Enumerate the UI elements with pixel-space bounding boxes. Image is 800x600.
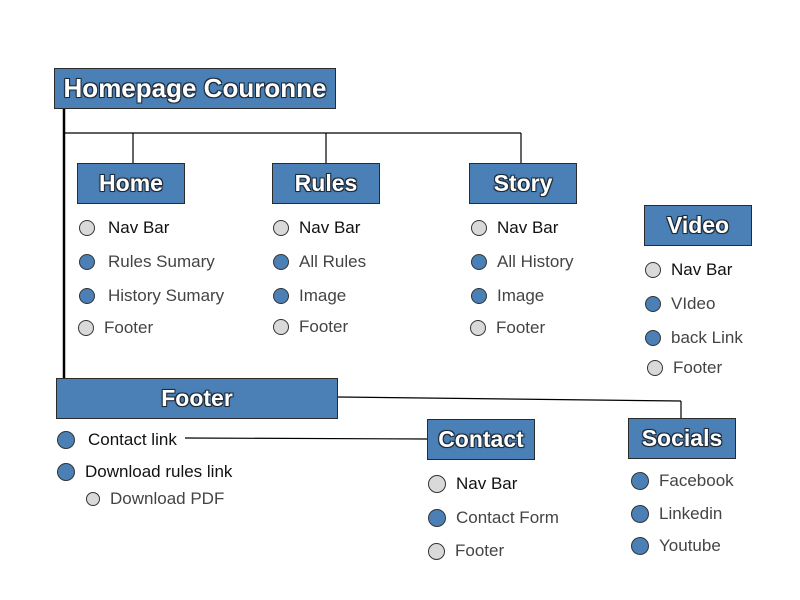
grey-bullet-icon — [645, 262, 661, 278]
blue-bullet-icon — [631, 505, 649, 523]
video-item-back-link: back Link — [645, 328, 743, 348]
blue-bullet-icon — [631, 472, 649, 490]
home-box: Home — [77, 163, 185, 204]
contact-link-line — [184, 437, 429, 440]
footer-item-label: Download rules link — [85, 462, 233, 481]
home-item-label: Footer — [104, 318, 154, 337]
home-item-footer: Footer — [78, 318, 153, 338]
home-item-label: Rules Sumary — [108, 252, 215, 271]
video-item-nav-bar: Nav Bar — [645, 260, 732, 280]
footer-item-contact-link: Contact link — [57, 430, 177, 450]
story-item-all-history: All History — [471, 252, 574, 272]
home-item-label: Nav Bar — [108, 218, 170, 237]
video-item-label: Nav Bar — [671, 260, 733, 279]
blue-bullet-icon — [79, 288, 95, 304]
root-box: Homepage Couronne — [54, 68, 336, 109]
footer-to-socials-line-a — [337, 396, 682, 402]
grey-bullet-icon — [428, 475, 446, 493]
story-box: Story — [469, 163, 577, 204]
blue-bullet-icon — [57, 463, 75, 481]
contact-item-label: Contact Form — [456, 508, 559, 527]
blue-bullet-icon — [645, 330, 661, 346]
blue-bullet-icon — [428, 509, 446, 527]
blue-bullet-icon — [273, 288, 289, 304]
rules-box: Rules — [272, 163, 380, 204]
footer-item-download-rules-link: Download rules link — [57, 462, 232, 482]
grey-bullet-icon — [273, 319, 289, 335]
footer-box: Footer — [56, 378, 338, 419]
grey-bullet-icon — [471, 220, 487, 236]
socials-item-youtube: Youtube — [631, 536, 721, 556]
rules-item-label: Footer — [299, 317, 349, 336]
contact-item-label: Footer — [455, 541, 505, 560]
grey-bullet-icon — [86, 492, 100, 506]
rules-item-image: Image — [273, 286, 346, 306]
blue-bullet-icon — [471, 288, 487, 304]
blue-bullet-icon — [645, 296, 661, 312]
socials-item-label: Facebook — [659, 471, 734, 490]
socials-box: Socials — [628, 418, 736, 459]
grey-bullet-icon — [470, 320, 486, 336]
story-item-label: All History — [497, 252, 574, 271]
story-item-label: Image — [497, 286, 545, 305]
blue-bullet-icon — [57, 431, 75, 449]
home-item-label: History Sumary — [108, 286, 225, 305]
story-item-footer: Footer — [470, 318, 545, 338]
video-item-video: VIdeo — [645, 294, 715, 314]
contact-item-nav-bar: Nav Bar — [428, 474, 517, 494]
blue-bullet-icon — [79, 254, 95, 270]
contact-item-footer: Footer — [428, 541, 504, 561]
video-item-label: Footer — [673, 358, 723, 377]
blue-bullet-icon — [631, 537, 649, 555]
grey-bullet-icon — [78, 320, 94, 336]
home-item-rules-summary: Rules Sumary — [79, 252, 215, 272]
video-box: Video — [644, 205, 752, 246]
story-item-label: Nav Bar — [497, 218, 559, 237]
footer-item-download-pdf: Download PDF — [86, 489, 224, 509]
story-item-label: Footer — [496, 318, 546, 337]
home-item-history-summary: History Sumary — [79, 286, 224, 306]
socials-item-label: Youtube — [659, 536, 721, 555]
rules-item-nav-bar: Nav Bar — [273, 218, 360, 238]
video-item-label: VIdeo — [671, 294, 716, 313]
rules-item-label: All Rules — [299, 252, 367, 271]
socials-item-label: Linkedin — [659, 504, 723, 523]
rules-item-all-rules: All Rules — [273, 252, 366, 272]
contact-item-label: Nav Bar — [456, 474, 518, 493]
rules-item-label: Nav Bar — [299, 218, 361, 237]
story-item-image: Image — [471, 286, 544, 306]
socials-item-linkedin: Linkedin — [631, 504, 722, 524]
footer-item-label: Contact link — [88, 430, 177, 449]
blue-bullet-icon — [471, 254, 487, 270]
rules-item-label: Image — [299, 286, 347, 305]
story-item-nav-bar: Nav Bar — [471, 218, 558, 238]
home-item-nav-bar: Nav Bar — [79, 218, 169, 238]
footer-item-label: Download PDF — [110, 489, 225, 508]
socials-item-facebook: Facebook — [631, 471, 734, 491]
video-item-label: back Link — [671, 328, 743, 347]
blue-bullet-icon — [273, 254, 289, 270]
grey-bullet-icon — [273, 220, 289, 236]
video-item-footer: Footer — [647, 358, 722, 378]
grey-bullet-icon — [428, 542, 445, 560]
rules-item-footer: Footer — [273, 317, 348, 337]
grey-bullet-icon — [647, 360, 663, 376]
contact-box: Contact — [427, 419, 535, 460]
grey-bullet-icon — [79, 220, 95, 236]
contact-item-contact-form: Contact Form — [428, 508, 559, 528]
